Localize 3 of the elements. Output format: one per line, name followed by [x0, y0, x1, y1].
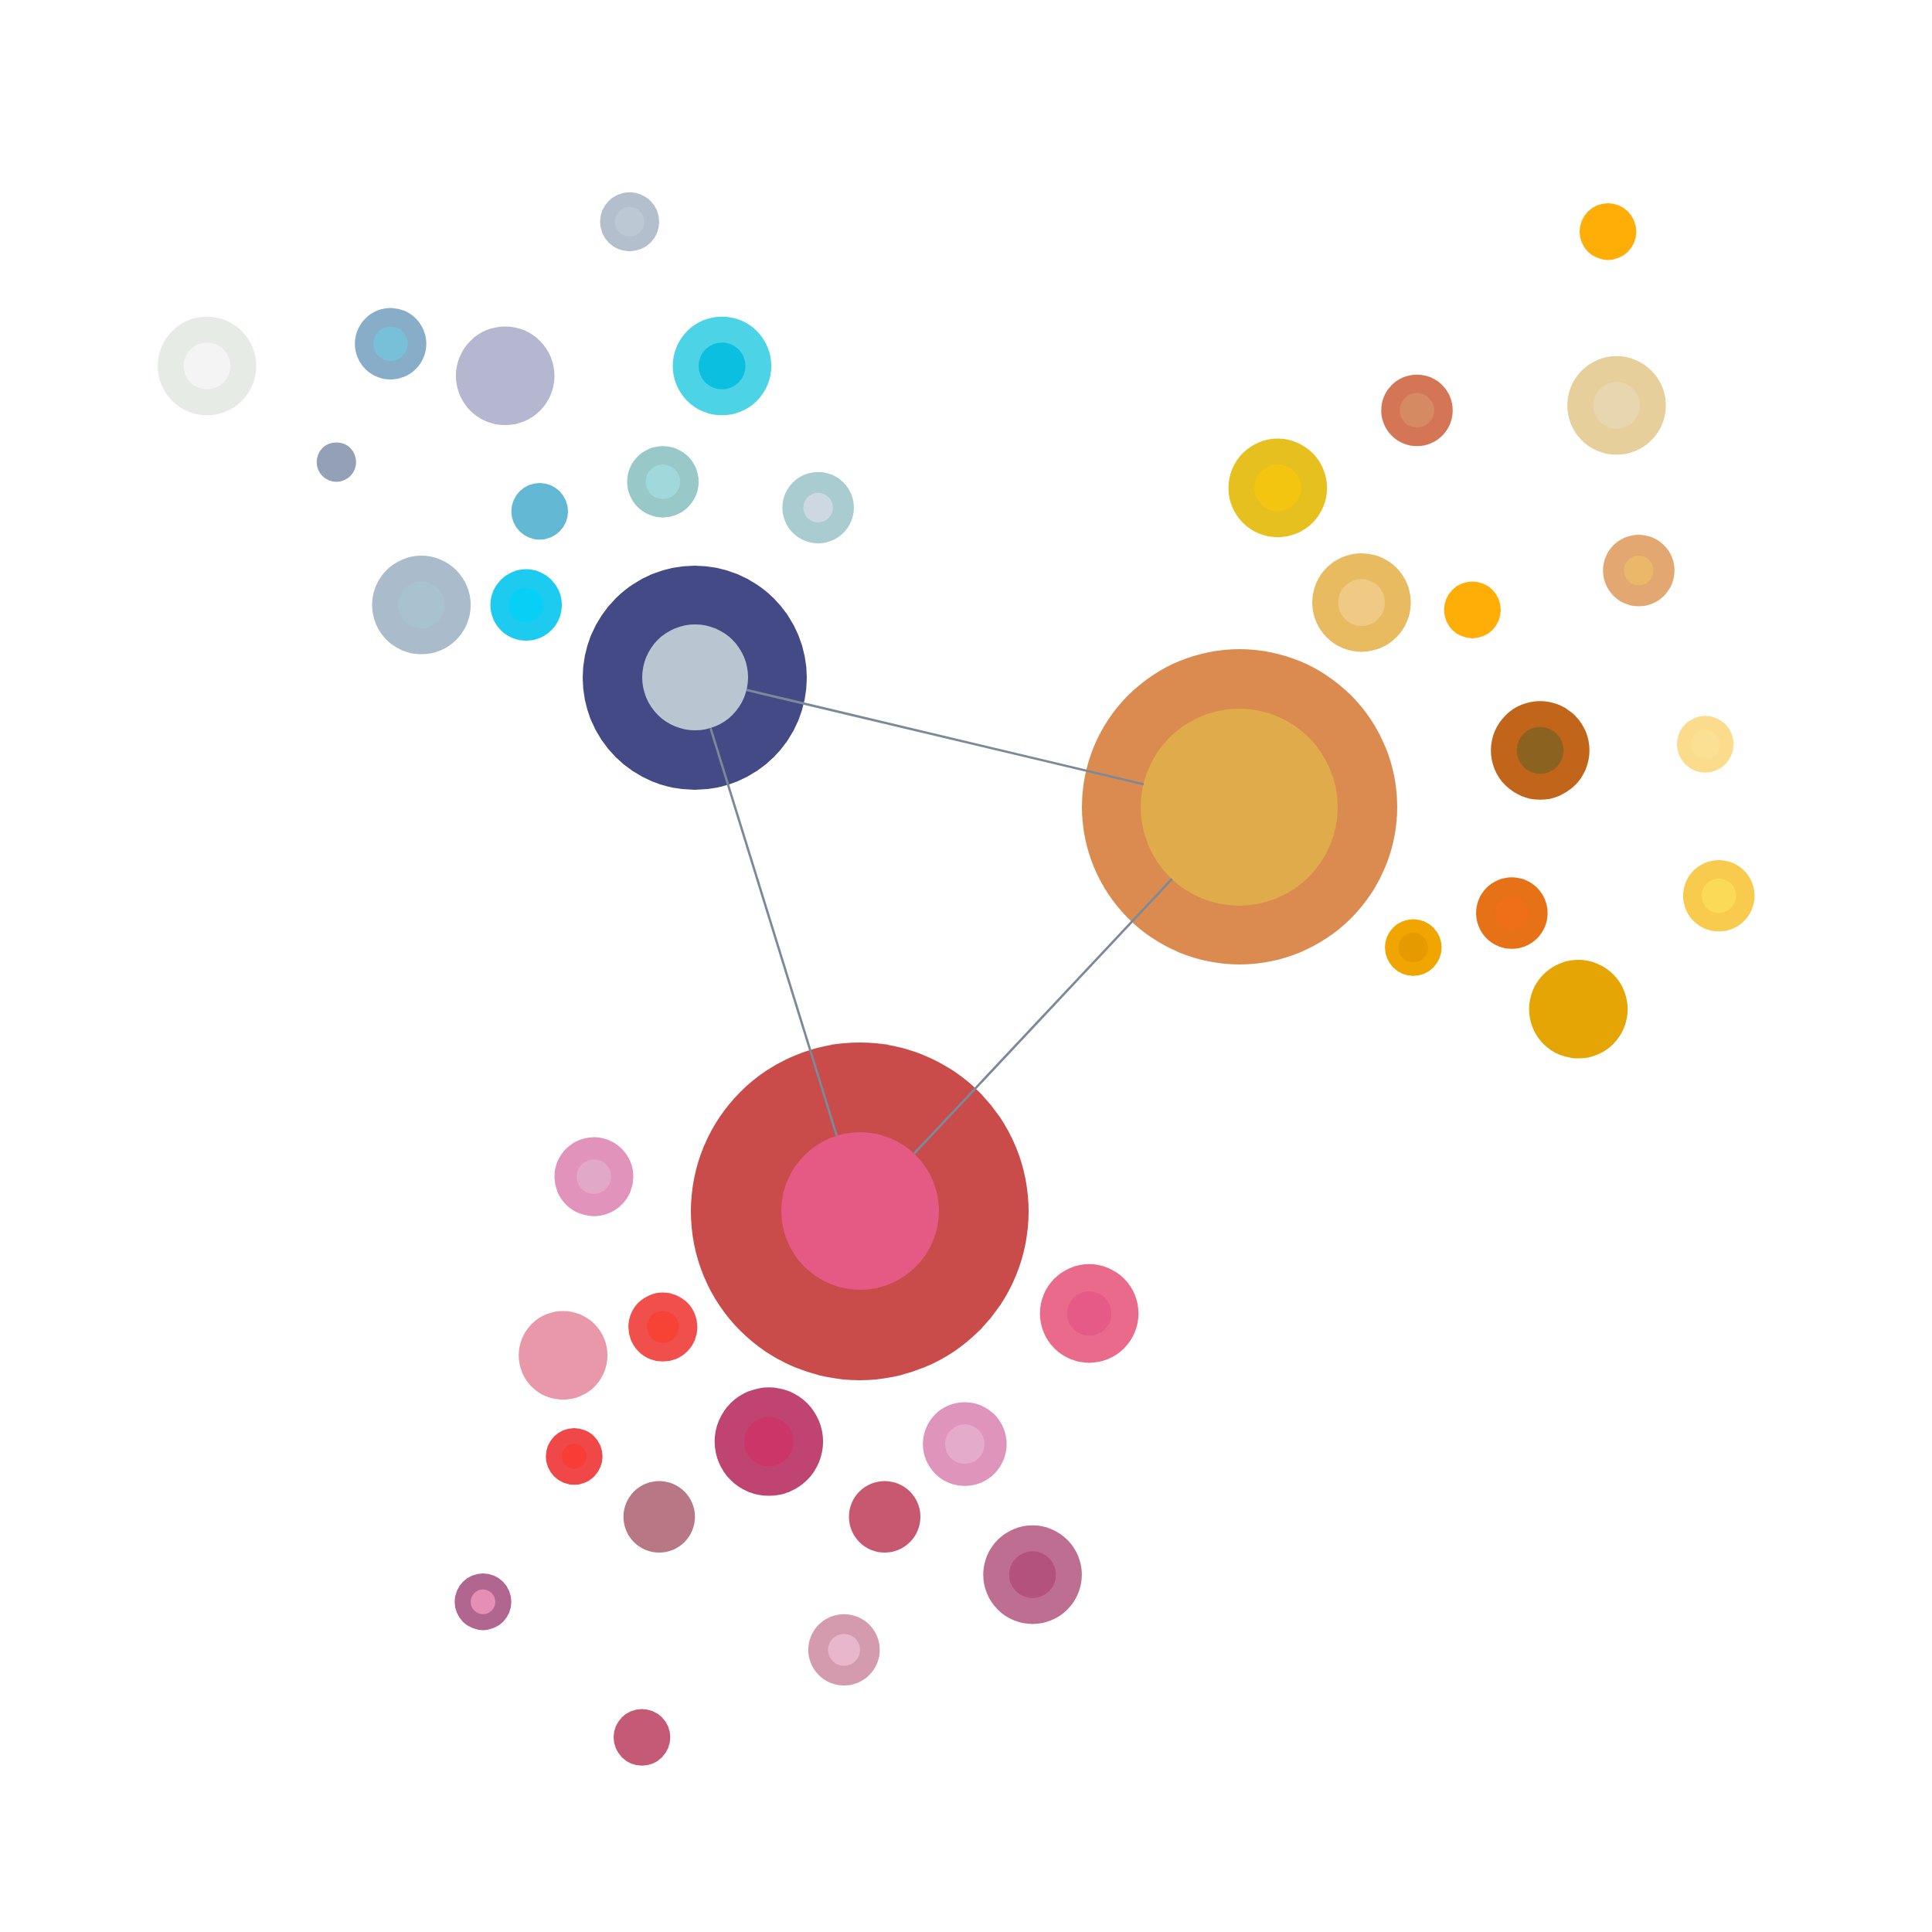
connector-line — [709, 727, 838, 1137]
connector-line — [746, 689, 1145, 786]
connector-line — [913, 878, 1173, 1155]
